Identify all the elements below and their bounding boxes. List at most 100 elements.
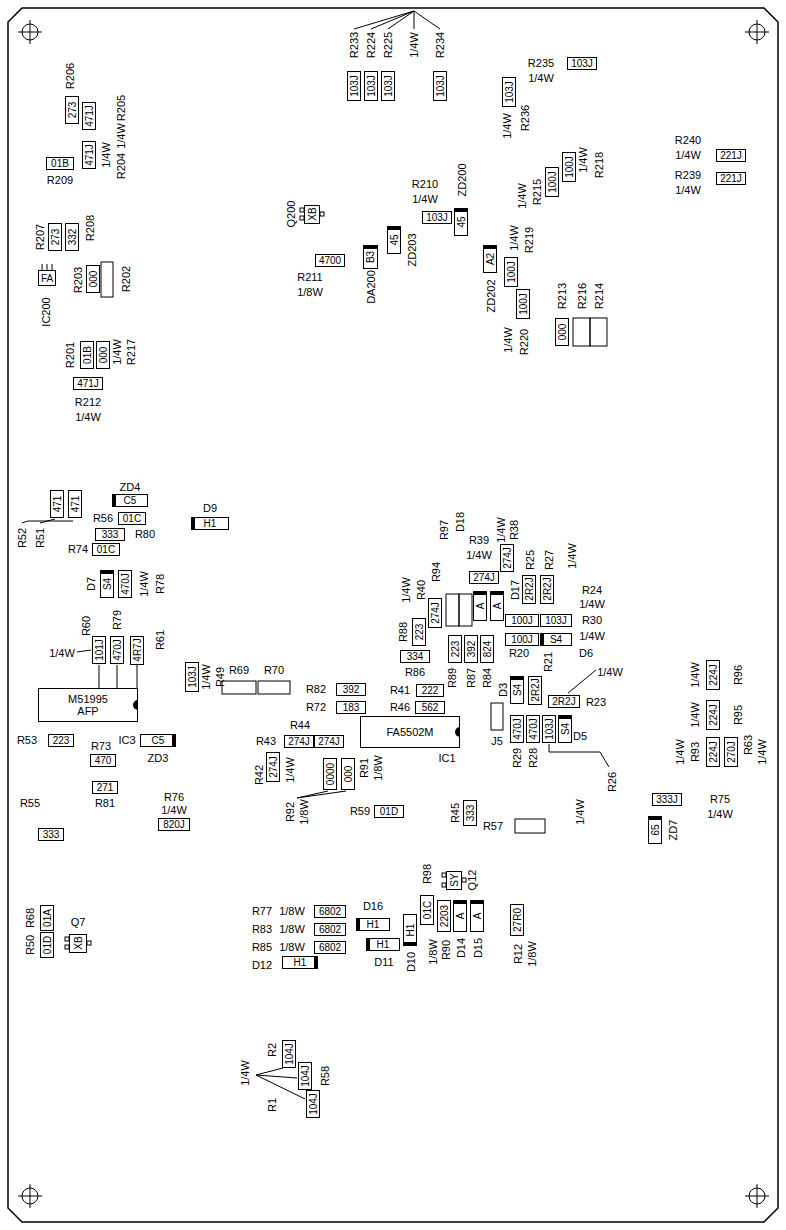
part-footprint: FA bbox=[38, 270, 56, 286]
part-value: XB bbox=[73, 936, 84, 949]
part-value: H1 bbox=[204, 518, 217, 529]
part-value: 222 bbox=[422, 685, 439, 696]
part-value: 01C bbox=[97, 544, 115, 555]
part-value: H1 bbox=[367, 919, 380, 930]
part-value: 223 bbox=[414, 624, 425, 641]
silkscreen-label: 1/4W bbox=[579, 630, 605, 642]
part-value: 471 bbox=[52, 496, 63, 513]
part-value: 273 bbox=[67, 102, 78, 119]
silkscreen-label: R207 bbox=[34, 224, 46, 250]
part-footprint: 4R7J bbox=[130, 636, 144, 665]
part-footprint: 333 bbox=[38, 828, 64, 841]
leader-line bbox=[77, 650, 91, 652]
part-value: 274J bbox=[268, 756, 279, 778]
cathode-band bbox=[454, 901, 466, 904]
silkscreen-label: R1 bbox=[266, 1098, 278, 1112]
silkscreen-label: 1/4W bbox=[508, 225, 520, 251]
part-footprint: 223 bbox=[412, 618, 426, 646]
part-value: 470J bbox=[120, 573, 131, 595]
part-value: 2R2J bbox=[530, 678, 541, 701]
empty-footprint bbox=[573, 318, 590, 346]
part-footprint: 392 bbox=[336, 683, 366, 696]
part-footprint: 100J bbox=[516, 289, 530, 319]
silkscreen-label: IC1 bbox=[438, 752, 455, 764]
silkscreen-label: R26 bbox=[606, 772, 618, 792]
component-pin bbox=[462, 878, 466, 882]
part-footprint: 2R2J bbox=[548, 695, 580, 708]
part-footprint: 274J bbox=[266, 752, 280, 782]
part-footprint: 103J bbox=[542, 715, 556, 743]
part-value: 01A bbox=[42, 909, 53, 927]
leader-line bbox=[297, 791, 346, 798]
part-footprint: 2R2J bbox=[522, 575, 536, 604]
silkscreen-label: R87 bbox=[465, 668, 477, 688]
part-value: A bbox=[472, 913, 483, 920]
part-value: 274J bbox=[473, 572, 495, 583]
silkscreen-label: 1/8W bbox=[526, 941, 538, 967]
part-footprint: 103J bbox=[347, 71, 361, 101]
leader-line bbox=[117, 665, 118, 688]
part-footprint: SY bbox=[446, 871, 462, 890]
leader-line bbox=[414, 11, 415, 29]
part-value: 100J bbox=[518, 293, 529, 315]
part-footprint: 223 bbox=[48, 734, 74, 747]
part-footprint: S4 bbox=[540, 633, 572, 646]
part-footprint: A bbox=[490, 591, 504, 621]
cathode-band bbox=[491, 592, 503, 595]
leader-line bbox=[256, 1068, 283, 1075]
silkscreen-label: R61 bbox=[154, 630, 166, 650]
part-value: 333 bbox=[43, 829, 60, 840]
part-footprint: 45 bbox=[454, 208, 468, 236]
silkscreen-label: R97 bbox=[438, 520, 450, 540]
part-footprint: 01C bbox=[420, 895, 434, 925]
part-value: A bbox=[475, 603, 486, 610]
silkscreen-label: R24 bbox=[582, 584, 602, 596]
silkscreen-label: 1/4W bbox=[138, 571, 150, 597]
silkscreen-label: D3 bbox=[497, 683, 509, 697]
leader-line bbox=[549, 744, 609, 767]
cathode-band bbox=[471, 901, 483, 904]
part-footprint: 224J bbox=[706, 737, 720, 767]
part-value: S4 bbox=[560, 723, 571, 735]
silkscreen-label: R218 bbox=[593, 152, 605, 178]
empty-footprint bbox=[515, 819, 545, 833]
silkscreen-label: 1/4W bbox=[200, 664, 212, 690]
mounting-hole bbox=[18, 20, 769, 1208]
part-footprint: A bbox=[470, 900, 484, 932]
part-value: 392 bbox=[343, 684, 360, 695]
silkscreen-label: R77 bbox=[252, 905, 272, 917]
part-footprint: 820J bbox=[158, 818, 190, 831]
part-value: 332 bbox=[67, 229, 78, 246]
cathode-band bbox=[559, 716, 571, 719]
part-value: 471J bbox=[84, 105, 95, 127]
part-footprint: 221J bbox=[716, 172, 746, 185]
part-value: 103J bbox=[504, 81, 515, 103]
silkscreen-label: R90 bbox=[440, 940, 452, 960]
silkscreen-label: D15 bbox=[472, 938, 484, 958]
silkscreen-label: R41 bbox=[390, 684, 410, 696]
silkscreen-label: 1/4W bbox=[161, 804, 187, 816]
part-value: 392 bbox=[466, 641, 477, 658]
part-footprint: 471J bbox=[73, 377, 103, 390]
silkscreen-label: R91 bbox=[358, 758, 370, 778]
silkscreen-label: R233 bbox=[348, 32, 360, 58]
silkscreen-label: 1/4W bbox=[239, 1060, 251, 1086]
part-value: 100J bbox=[547, 171, 558, 193]
part-footprint: 100J bbox=[504, 257, 518, 287]
silkscreen-label: R96 bbox=[732, 665, 744, 685]
mounting-hole bbox=[757, 20, 758, 44]
part-value: 000 bbox=[343, 766, 354, 783]
silkscreen-label: R81 bbox=[95, 797, 115, 809]
part-value: 270J bbox=[726, 741, 737, 763]
part-footprint: 100J bbox=[505, 614, 539, 627]
part-value: 470J bbox=[112, 639, 123, 661]
leader-line bbox=[137, 665, 138, 688]
part-value: H1 bbox=[405, 924, 416, 937]
part-footprint: 104J bbox=[298, 1062, 312, 1090]
silkscreen-label: R203 bbox=[72, 267, 84, 293]
silkscreen-label: R40 bbox=[415, 580, 427, 600]
part-value: 183 bbox=[343, 702, 360, 713]
silkscreen-label: ZD200 bbox=[456, 163, 468, 196]
part-footprint: H1 bbox=[191, 517, 229, 530]
